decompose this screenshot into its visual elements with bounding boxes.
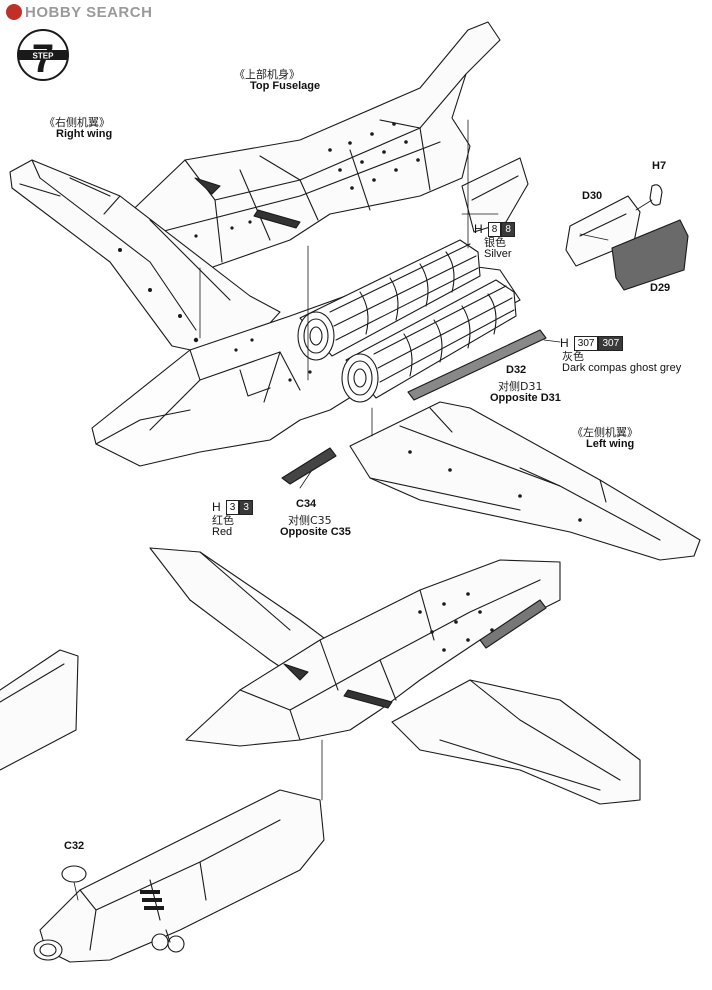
paint-grey-cn: 灰色	[562, 350, 584, 363]
paint-silver-cn: 银色	[484, 236, 506, 249]
part-c34-label: C34	[296, 498, 317, 510]
left-wing-label-cn: 《左侧机翼》	[572, 426, 638, 439]
top-fuselage-part	[119, 21, 501, 269]
engine-assembly	[297, 239, 517, 403]
step-badge: 7 STEP	[16, 28, 70, 82]
paint-red-cn: 红色	[212, 514, 234, 527]
top-fuselage-label-en: Top Fuselage	[250, 80, 321, 92]
paint-prefix: H	[560, 336, 569, 350]
paint-code-b: 307	[598, 336, 624, 351]
watermark-logo-icon	[6, 4, 22, 20]
paint-code-b: 3	[239, 500, 253, 515]
step-label: STEP	[33, 52, 55, 61]
top-fuselage-label-cn: 《上部机身》	[234, 68, 300, 81]
part-d32-shape	[407, 329, 547, 401]
part-c34-shape	[281, 447, 337, 485]
paint-prefix: H	[212, 500, 221, 514]
paint-silver-en: Silver	[484, 248, 512, 260]
paint-red-en: Red	[212, 526, 233, 538]
part-d29-label: D29	[650, 282, 671, 294]
right-wing-part	[9, 159, 281, 353]
part-d31-opposite-cn: 对侧D31	[498, 380, 543, 393]
part-d32-label: D32	[506, 364, 527, 376]
step-circle-icon: 7 STEP	[17, 29, 69, 81]
exhaust-fairing-part	[461, 157, 529, 233]
paint-code-a: 3	[225, 500, 240, 515]
left-wing-part	[349, 401, 701, 561]
part-h7-label: H7	[652, 160, 667, 172]
paint-code-a: 307	[573, 336, 599, 351]
part-d31-opposite-en: Opposite D31	[490, 392, 561, 404]
paint-grey-en: Dark compas ghost grey	[562, 362, 682, 374]
part-c32-shape	[61, 865, 87, 883]
part-c35-opposite-en: Opposite C35	[280, 526, 351, 538]
part-c35-opposite-cn: 对侧C35	[288, 514, 332, 527]
paint-code-a: 8	[487, 222, 502, 237]
part-d30-label: D30	[582, 190, 603, 202]
left-wing-label-en: Left wing	[586, 438, 635, 450]
assembled-aircraft-view	[0, 547, 641, 963]
paint-prefix: H	[474, 222, 483, 236]
part-c32-label: C32	[64, 840, 85, 852]
paint-code-b: 8	[501, 222, 515, 237]
right-wing-label-en: Right wing	[56, 128, 113, 140]
part-h7-shape	[649, 184, 663, 206]
right-wing-label-cn: 《右侧机翼》	[44, 116, 110, 129]
part-d29-shape	[611, 219, 689, 291]
watermark: HOBBY SEARCH	[6, 4, 152, 21]
